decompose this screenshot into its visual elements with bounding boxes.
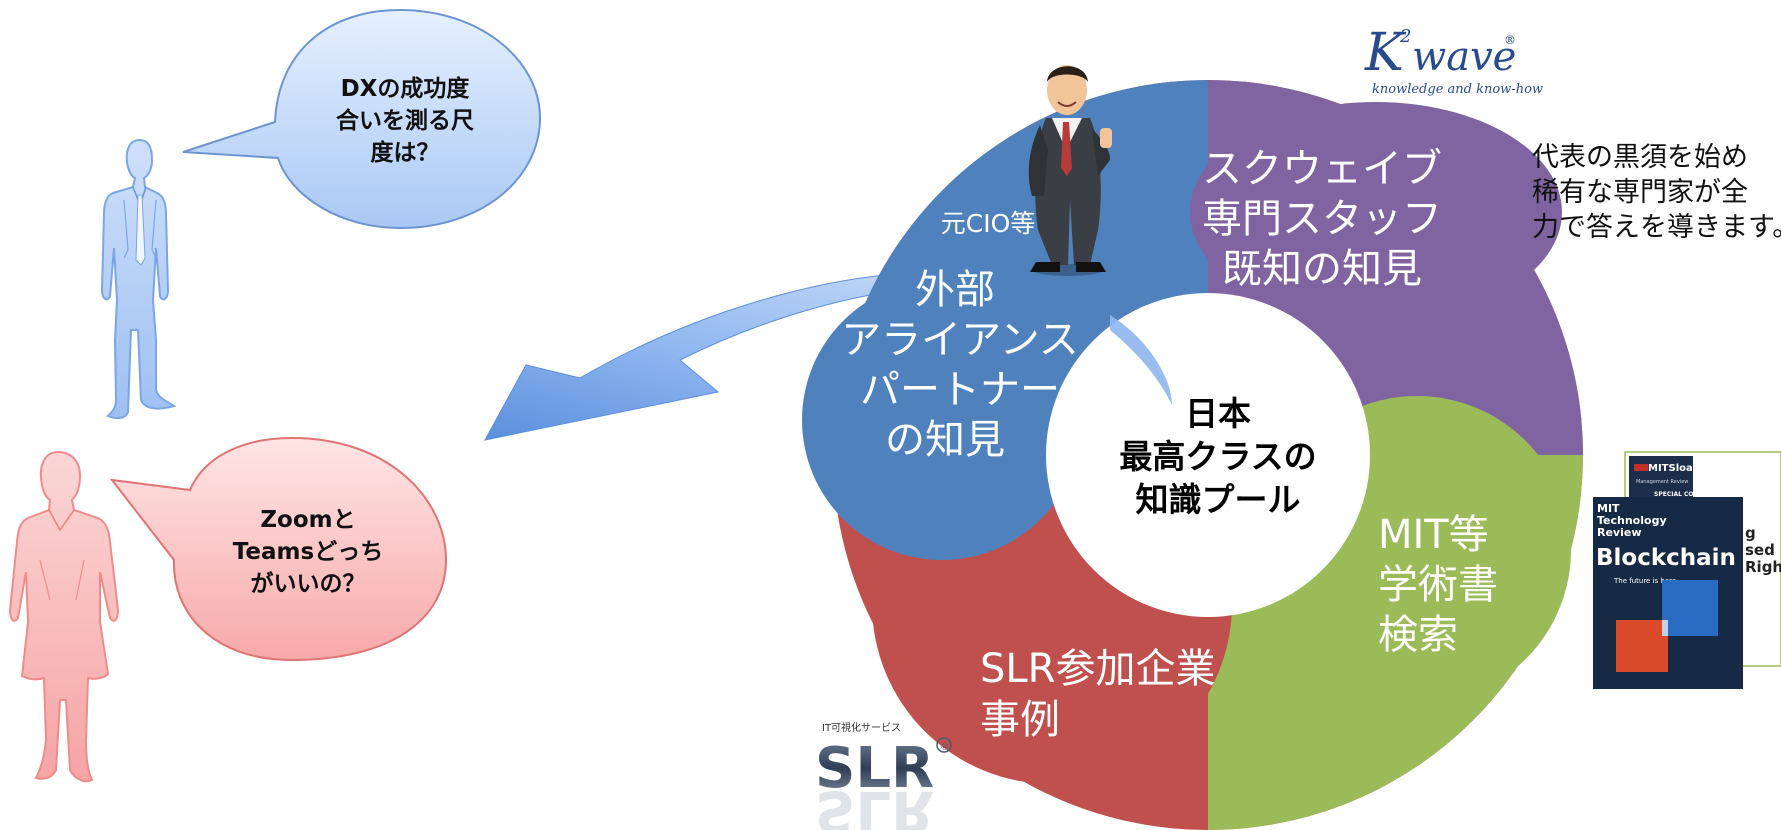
svg-text:Review: Review [1597, 526, 1642, 539]
segment-external-line-1: 外部 [915, 267, 995, 313]
svg-text:SLR: SLR [815, 736, 934, 801]
svg-text:g: g [1745, 524, 1756, 542]
bubble-bottom-line-2: Teamsどっち [233, 539, 383, 565]
segment-slr-line-1: SLR参加企業 [980, 646, 1215, 692]
svg-text:2: 2 [1399, 26, 1411, 47]
center-hub [1046, 293, 1370, 617]
svg-text:®: ® [1504, 33, 1516, 47]
center-line-3: 知識プール [1136, 480, 1301, 519]
segment-k2wave-line-3: 既知の知見 [1222, 246, 1422, 292]
svg-text:SPECIAL COLLECTION: SPECIAL COLLECTION [1654, 491, 1726, 498]
man-figure-icon [100, 138, 177, 420]
k2wave-logo: K 2 wave ® knowledge and know-how [1364, 23, 1543, 97]
svg-text:MIT: MIT [1597, 502, 1620, 515]
svg-text:Right: Right [1745, 558, 1781, 576]
former-cio-badge: 元CIO等 [941, 209, 1036, 238]
woman-figure-icon [8, 450, 120, 783]
speech-bubble-bottom: Zoomと Teamsどっち がいいの？ [109, 436, 448, 662]
center-line-1: 日本 [1185, 394, 1251, 433]
svg-text:MITSloan: MITSloan [1648, 463, 1700, 474]
center-line-2: 最高クラスの [1119, 437, 1316, 476]
book-cover-blockchain: MIT Technology Review Blockchain The fut… [1593, 497, 1743, 689]
segment-mit-line-2: 学術書 [1378, 562, 1498, 608]
knowledge-cycle [802, 80, 1583, 830]
svg-text:Technology: Technology [1597, 514, 1667, 527]
slr-logo: IT可視化サービス SLR SLR ® [815, 721, 952, 830]
svg-text:Management Review: Management Review [1636, 479, 1688, 485]
segment-mit-line-3: 検索 [1378, 612, 1458, 658]
speech-bubble-top: DXの成功度 合いを測る尺 度は？ [182, 8, 542, 230]
bubble-bottom-line-1: Zoomと [260, 507, 355, 533]
svg-text:sed: sed [1745, 541, 1775, 559]
svg-text:IT可視化サービス: IT可視化サービス [822, 721, 901, 734]
description-line-1: 代表の黒須を始め [1532, 142, 1748, 173]
svg-text:knowledge and know-how: knowledge and know-how [1372, 82, 1543, 97]
bubble-bottom-line-3: がいいの？ [251, 570, 366, 597]
segment-slr-line-2: 事例 [980, 697, 1060, 743]
bubble-top-line-3: 度は？ [371, 139, 440, 166]
svg-text:K: K [1364, 23, 1407, 83]
segment-k2wave-line-2: 専門スタッフ [1202, 196, 1442, 242]
svg-text:The future is here: The future is here [1613, 577, 1676, 585]
businessman-thumbs-up-icon [1028, 65, 1112, 276]
description-line-3: 力で答えを導きます。 [1532, 212, 1781, 243]
svg-text:Blockchain: Blockchain [1596, 545, 1736, 571]
svg-text:SLR: SLR [815, 778, 934, 830]
segment-external-line-2: アライアンス [841, 317, 1079, 363]
bubble-top-line-2: 合いを測る尺 [336, 107, 474, 134]
segment-k2wave-line-1: スクウェイブ [1202, 146, 1442, 192]
segment-mit-line-1: MIT等 [1378, 512, 1489, 558]
segment-external-line-3: パートナー [860, 367, 1060, 413]
bubble-top-line-1: DXの成功度 [341, 75, 471, 102]
description-line-2: 稀有な専門家が全 [1532, 177, 1748, 208]
svg-text:®: ® [940, 743, 949, 753]
svg-text:wave: wave [1412, 34, 1516, 80]
segment-external-line-4: の知見 [885, 417, 1005, 463]
